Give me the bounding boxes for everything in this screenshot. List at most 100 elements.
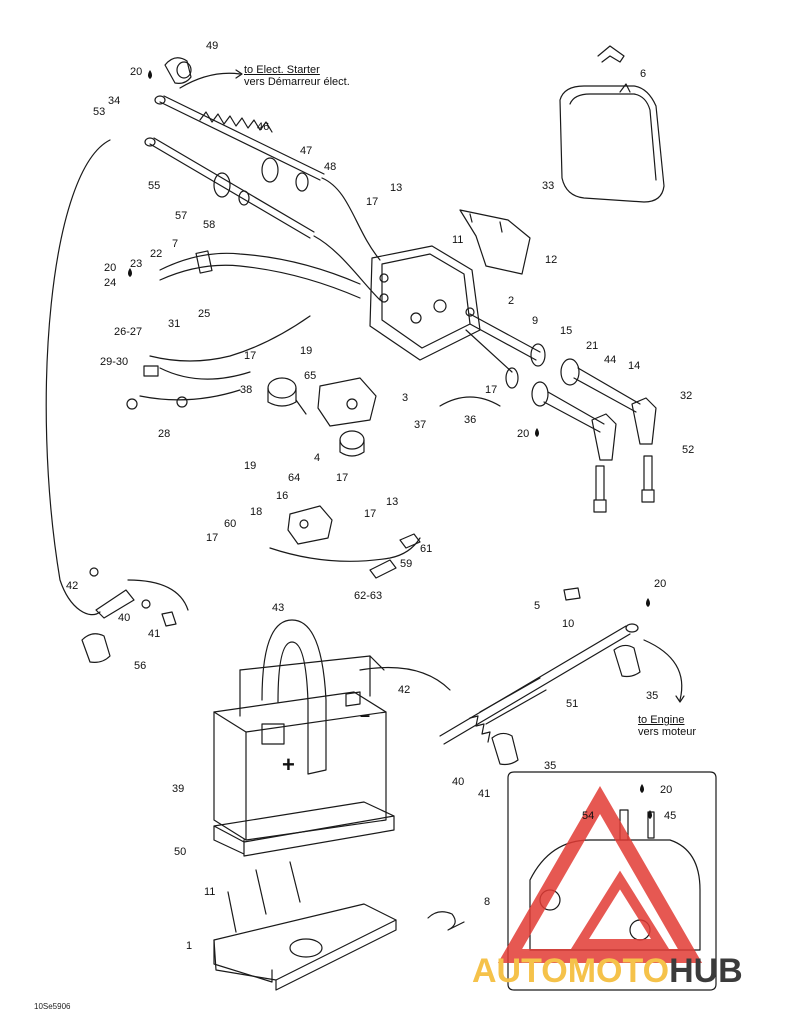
bolt-5 — [563, 587, 581, 601]
ground-wire-loop — [45, 139, 111, 616]
watermark-text-1: AUTOMOTO — [472, 952, 670, 990]
relay-4 — [339, 430, 365, 457]
callout-20: 20 — [517, 428, 530, 440]
battery-pad — [213, 801, 395, 857]
callout-37: 37 — [414, 419, 427, 431]
callout-35: 35 — [646, 690, 659, 702]
callout-8: 8 — [484, 896, 491, 908]
ground-strap-36 — [439, 396, 501, 407]
callout-57: 57 — [175, 210, 188, 222]
callout-21: 21 — [586, 340, 599, 352]
ht-wires — [465, 313, 641, 433]
cover-33 — [559, 83, 665, 203]
callout-12: 12 — [545, 254, 558, 266]
callout-51: 51 — [566, 698, 579, 710]
solenoid-box — [369, 245, 481, 361]
callout-3: 3 — [402, 392, 409, 404]
drawing-code: 10Se5906 — [34, 1002, 71, 1011]
callout-17: 17 — [206, 532, 219, 544]
engine-direction-arrow — [643, 639, 683, 701]
callout-20: 20 — [654, 578, 667, 590]
callout-19: 19 — [244, 460, 257, 472]
wiring-harness — [126, 315, 311, 410]
callout-55: 55 — [148, 180, 161, 192]
callout-44: 44 — [604, 354, 617, 366]
callout-17: 17 — [364, 508, 377, 520]
callout-41: 41 — [478, 788, 491, 800]
callout-36: 36 — [464, 414, 477, 426]
callout-46: 46 — [257, 121, 270, 133]
callout-40: 40 — [452, 776, 465, 788]
relay-38 — [267, 377, 307, 415]
callout-17: 17 — [366, 196, 379, 208]
callout-50: 50 — [174, 846, 187, 858]
clip-6 — [597, 45, 625, 63]
boot-56 — [81, 633, 111, 663]
wire-59 — [269, 537, 421, 562]
callout-15: 15 — [560, 325, 573, 337]
starter-cable — [154, 95, 381, 261]
boot-35 — [491, 644, 641, 766]
callout-7: 7 — [172, 238, 179, 250]
callout-10: 10 — [562, 618, 575, 630]
callout-4: 4 — [314, 452, 321, 464]
callout-11: 11 — [452, 234, 464, 246]
callout-20: 20 — [130, 66, 143, 78]
callout-32: 32 — [680, 390, 693, 402]
callout-24: 24 — [104, 277, 117, 289]
callout-54: 54 — [582, 810, 595, 822]
callout-40: 40 — [118, 612, 131, 624]
callout-52: 52 — [682, 444, 695, 456]
callout-38: 38 — [240, 384, 253, 396]
callout-48: 48 — [324, 161, 337, 173]
note-to-starter: to Elect. Starter vers Démarreur élect. — [244, 64, 350, 88]
callout-25: 25 — [198, 308, 211, 320]
callout-23: 23 — [130, 258, 143, 270]
callout-11: 11 — [204, 886, 216, 898]
spark-plug-caps — [591, 397, 657, 513]
callout-19: 19 — [300, 345, 313, 357]
starter-direction-arrow — [179, 72, 241, 89]
callout-9: 9 — [532, 315, 539, 327]
watermark-text-2: HUB — [669, 952, 743, 990]
battery-tray — [213, 861, 397, 991]
callout-42: 42 — [398, 684, 411, 696]
battery — [213, 655, 387, 841]
callout-5: 5 — [534, 600, 541, 612]
positive-terminal-symbol: + — [282, 752, 295, 777]
callout-31: 31 — [168, 318, 181, 330]
callout-35: 35 — [544, 760, 557, 772]
callout-20: 20 — [660, 784, 673, 796]
callout-1: 1 — [186, 940, 193, 952]
bracket-12 — [459, 209, 531, 275]
callout-28: 28 — [158, 428, 171, 440]
lubricant-drops — [128, 70, 652, 819]
callout-41: 41 — [148, 628, 161, 640]
callout-65: 65 — [304, 370, 317, 382]
callout-45: 45 — [664, 810, 677, 822]
callout-13: 13 — [390, 182, 403, 194]
callout-13: 13 — [386, 496, 399, 508]
watermark-logo: AUTOMOTOHUB — [472, 952, 743, 991]
callout-43: 43 — [272, 602, 285, 614]
callout-22: 22 — [150, 248, 163, 260]
negative-terminal-symbol: – — [360, 705, 371, 725]
callout-56: 56 — [134, 660, 147, 672]
relay-65 — [317, 377, 377, 427]
callout-18: 18 — [250, 506, 263, 518]
solenoid-16 — [287, 505, 333, 545]
battery-wire — [359, 666, 451, 691]
callout-17: 17 — [485, 384, 498, 396]
callout-26-27: 26-27 — [114, 326, 143, 338]
callout-34: 34 — [108, 95, 121, 107]
callout-16: 16 — [276, 490, 289, 502]
callout-47: 47 — [300, 145, 313, 157]
callout-59: 59 — [400, 558, 413, 570]
callout-17: 17 — [336, 472, 349, 484]
callout-29-30: 29-30 — [100, 356, 129, 368]
callout-14: 14 — [628, 360, 641, 372]
callout-33: 33 — [542, 180, 555, 192]
callout-62-63: 62-63 — [354, 590, 383, 602]
ground-cable — [144, 137, 381, 301]
boot-cap-49 — [164, 57, 192, 84]
